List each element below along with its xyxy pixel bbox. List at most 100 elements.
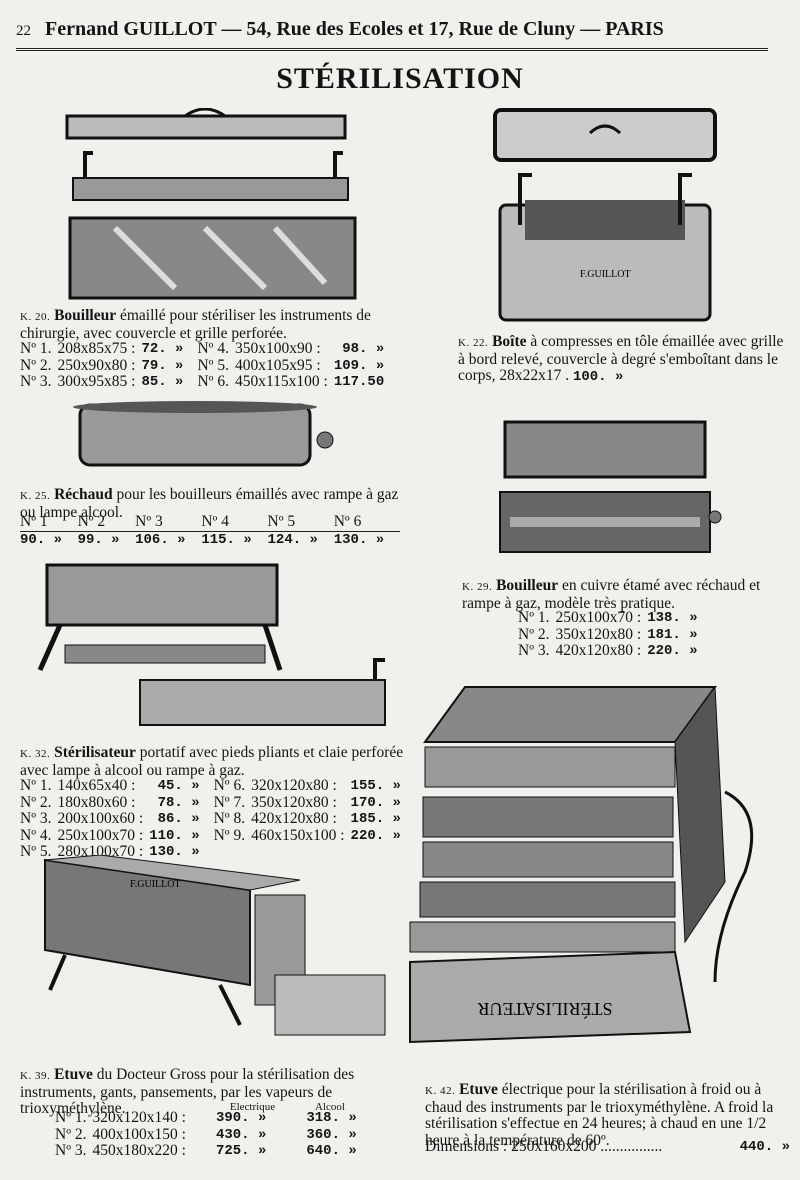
items-k22-name: Boîte [492,333,527,350]
items-k32-rows-1-0: Nº 2. [20,793,52,811]
items-k39-rows-2-0: Nº 3. [55,1142,87,1159]
k39-etuve-illustration: F.GUILLOT [44,855,386,1036]
items-k20-rows-5-0: Nº 6. [197,373,229,390]
items-k25-prices-1: 99. » [77,531,120,548]
k32-description: K. 32. Stérilisateur portatif avec pieds… [20,744,405,779]
items-k29-rows-2-2: 220. » [647,643,698,659]
items-k25-nums-3: Nº 4 [201,513,229,530]
items-k20-rows-2-1: 300x95x85 : [57,373,136,390]
items-k39-desc: du Docteur Gross pour la stérilisation d… [20,1066,355,1117]
items-k25-prices-3: 115. » [201,531,252,548]
items-k25-nums-4: Nº 5 [267,513,296,530]
items-k32-rows-4-2: 130. » [149,844,200,860]
items-k39-rows-1-0: Nº 2. [55,1125,87,1143]
items-k32-rows-6-2: 170. » [350,794,401,811]
items-k32-rows-3-0: Nº 4. [20,826,52,844]
items-k20-rows-3-0: Nº 4. [197,340,229,357]
items-k25-prices-4: 124. » [267,531,318,548]
items-k32-rows-0-1: 140x65x40 : [57,777,136,794]
items-k32-rows-5-2: 155. » [350,778,401,794]
items-k39-rows-1-3: 360. » [306,1126,357,1143]
items-k29-rows-0-0: Nº 1. [518,609,550,626]
k32-sterilisateur-illustration [37,563,386,726]
items-k25-nums-5: Nº 6 [333,513,362,530]
items-k42-price: 440. » [739,1139,790,1155]
k22-boite-illustration: F.GUILLOT [493,108,717,322]
items-k32-rows-7-2: 185. » [350,811,401,827]
k29-price-table: Nº 1.250x100x70 :138. » Nº 2.350x120x80 … [518,609,712,660]
items-k29-rows-0-1: 250x100x70 : [555,609,642,626]
items-k20-rows-4-1: 400x105x95 : [234,356,321,374]
items-k32-rows-5-0: Nº 6. [213,777,246,794]
k32-price-table: Nº 1.140x65x40 :45. »Nº 6.320x120x80 :15… [20,777,415,861]
k25-description: K. 25. Réchaud pour les bouilleurs émail… [20,486,405,521]
items-k39-rows-0-2: 390. » [215,1110,267,1126]
items-k32-rows-6-1: 350x120x80 : [251,793,337,811]
items-k22-ref: K. 22. [458,337,489,349]
items-k32-rows-8-1: 460x150x100 : [251,826,345,844]
items-k22-stamp: F.GUILLOT [580,269,631,280]
k39-col-electrique: Electrique [229,1101,276,1113]
items-k20-rows-5-1: 450x115x100 : [234,373,328,390]
items-k20-rows-5-2: 117.50 [333,374,385,390]
items-k42-stamp: STÉRILISATEUR [478,999,613,1020]
items-k32-rows-3-2: 110. » [149,827,200,844]
items-k25-nums-2: Nº 3 [135,513,163,530]
items-k42-ref: K. 42. [425,1085,456,1097]
items-k20-rows-1-0: Nº 2. [20,356,52,374]
items-k39-rows-2-3: 640. » [306,1143,357,1159]
items-k29-name: Bouilleur [496,577,559,594]
k39-price-table: Nº 1.320x120x140 :390. »318. » Nº 2.400x… [55,1109,371,1160]
items-k39-rows-1-2: 430. » [215,1126,267,1143]
k39-description: K. 39. Etuve du Docteur Gross pour la st… [20,1066,390,1118]
items-k20-rows-0-0: Nº 1. [20,340,52,357]
items-k39-rows-0-3: 318. » [306,1110,357,1126]
items-k22-desc: à compresses en tôle émaillée avec grill… [458,333,784,384]
k29-bouilleur-illustration [499,420,722,553]
k25-rechaud-illustration [73,401,334,467]
header-rule [16,48,768,53]
items-k32-rows-2-1: 200x100x60 : [57,810,144,827]
items-k32-rows-0-2: 45. » [157,778,200,794]
items-k20-name: Bouilleur [54,307,117,324]
items-k32-rows-6-0: Nº 7. [213,793,246,811]
items-k29-rows-1-2: 181. » [647,626,698,643]
items-k32-rows-3-1: 250x100x70 : [57,826,144,844]
items-k25-prices-5: 130. » [333,531,385,548]
items-k32-ref: K. 32. [20,748,51,760]
items-k20-rows-1-1: 250x90x80 : [57,356,136,374]
items-k32-rows-7-1: 420x120x80 : [251,810,337,827]
k22-description: K. 22. Boîte à compresses en tôle émaill… [458,333,788,386]
items-k20-rows-0-1: 208x85x75 : [57,340,136,357]
items-k29-rows-1-1: 350x120x80 : [555,625,642,643]
items-k25-nums-1: Nº 2 [77,513,106,530]
items-k32-rows-8-2: 220. » [350,827,401,844]
k42-dimensions: Dimensions : 250x160x200 ...............… [425,1138,790,1156]
items-k39-rows-2-2: 725. » [215,1143,267,1159]
items-k20-rows-3-1: 350x100x90 : [234,340,321,357]
items-k32-rows-4-0: Nº 5. [20,843,52,860]
items-k25-prices-0: 90. » [20,531,63,548]
k20-price-table: Nº 1.208x85x75 :72. »Nº 4.350x100x90 :98… [20,340,398,391]
k42-etuve-electrique-illustration: STÉRILISATEUR [409,685,754,1044]
items-k22-price: 100. » [572,369,624,385]
items-k29-desc: en cuivre étamé avec réchaud et rampe à … [462,577,761,612]
items-k29-rows-1-0: Nº 2. [518,625,550,643]
k29-description: K. 29. Bouilleur en cuivre étamé avec ré… [462,577,792,612]
items-k20-rows-4-2: 109. » [333,357,385,374]
items-k29-rows-2-0: Nº 3. [518,642,550,659]
items-k32-rows-2-0: Nº 3. [20,810,52,827]
items-k20-desc: émaillé pour stériliser les instruments … [20,307,371,342]
items-k25-ref: K. 25. [20,490,51,502]
items-k32-rows-8-0: Nº 9. [213,826,246,844]
items-k32-desc: portatif avec pieds pliants et claie per… [20,744,404,779]
items-k42-name: Etuve [459,1081,498,1098]
k20-description: K. 20. Bouilleur émaillé pour stériliser… [20,307,405,342]
items-k39-ref: K. 39. [20,1070,51,1082]
items-k32-rows-7-0: Nº 8. [213,810,246,827]
items-k29-ref: K. 29. [462,581,493,593]
items-k32-name: Stérilisateur [54,744,136,761]
